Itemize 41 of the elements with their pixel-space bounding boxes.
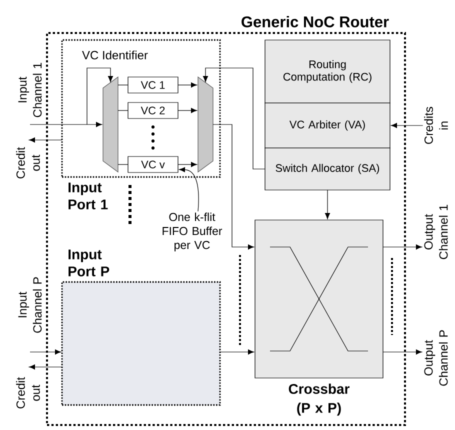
arrow: [390, 122, 424, 128]
arrow: [324, 190, 330, 220]
arrow: [28, 364, 62, 370]
channel-label: Output Channel P: [424, 330, 448, 386]
channel-label: Input Channel P: [18, 277, 42, 333]
arrow: [30, 122, 102, 127]
arrow: [86, 68, 114, 125]
channel-label: Credits in: [424, 106, 448, 144]
connector-line: [118, 164, 128, 165]
node-label: Crossbar (P x P): [288, 384, 350, 416]
arrow: [28, 137, 62, 142]
vc-arbiter-box: VC Arbiter (VA): [264, 102, 390, 148]
buffer-note: One k-flit FIFO Buffer per VC: [162, 212, 222, 252]
channel-label: Credit out: [16, 377, 40, 408]
input-port-box: Input Port P: [61, 250, 221, 406]
arrow: [382, 349, 422, 354]
vc-buffer-box: VC v: [128, 156, 178, 173]
channel-label: Output Channel 1: [424, 204, 448, 260]
node-label: Input Port P: [68, 250, 110, 276]
channel-label: Credit out: [16, 147, 40, 178]
arrow: [30, 349, 62, 354]
channel-label: Input Channel 1: [18, 62, 42, 118]
arrow: [220, 349, 254, 354]
switch-allocator-box: Switch Allocator (SA): [264, 148, 390, 190]
routing-computation-box: Routing Computation (RC): [264, 40, 390, 104]
vc-buffer-box: VC 2: [128, 102, 178, 119]
connector-line: [118, 84, 128, 86]
arrow: [178, 82, 198, 88]
node-label: Generic NoC Router: [242, 16, 389, 28]
demultiplexer-shape: [102, 76, 118, 173]
arrow: [212, 124, 254, 250]
annotation-label: VC Identifier: [82, 50, 148, 60]
arrow: [178, 162, 198, 168]
crossbar-box: Crossbar (P x P): [254, 220, 384, 416]
vc-buffer-box: VC 1: [128, 76, 178, 94]
arrow: [382, 244, 422, 250]
node-label: Input Port 1: [68, 182, 108, 210]
leader-line: [178, 167, 199, 212]
arrow: [178, 108, 198, 113]
arrow: [202, 68, 266, 170]
connector-line: [118, 110, 128, 111]
